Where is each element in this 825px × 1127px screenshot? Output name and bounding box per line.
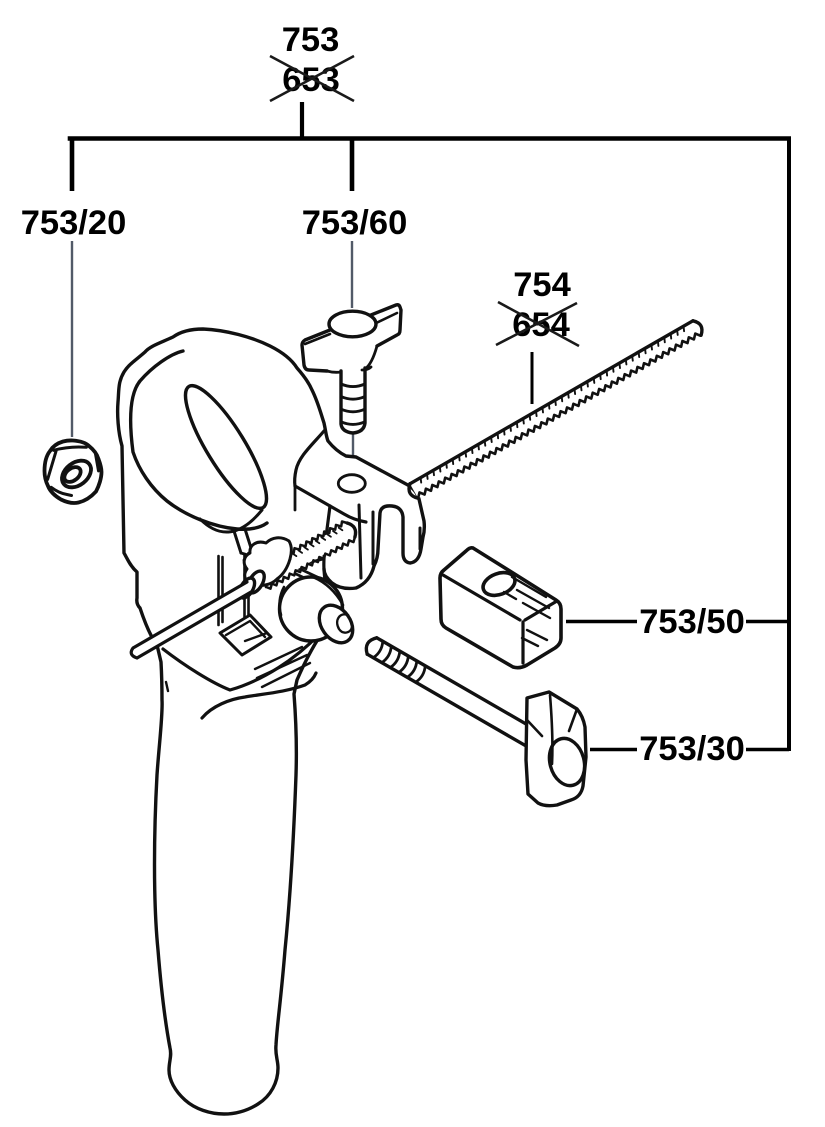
- svg-text:753/30: 753/30: [639, 730, 745, 768]
- svg-text:753/60: 753/60: [302, 204, 408, 242]
- svg-text:753/20: 753/20: [21, 204, 127, 242]
- svg-text:753/50: 753/50: [639, 603, 745, 641]
- svg-text:754: 754: [513, 266, 571, 304]
- svg-text:753: 753: [282, 21, 340, 59]
